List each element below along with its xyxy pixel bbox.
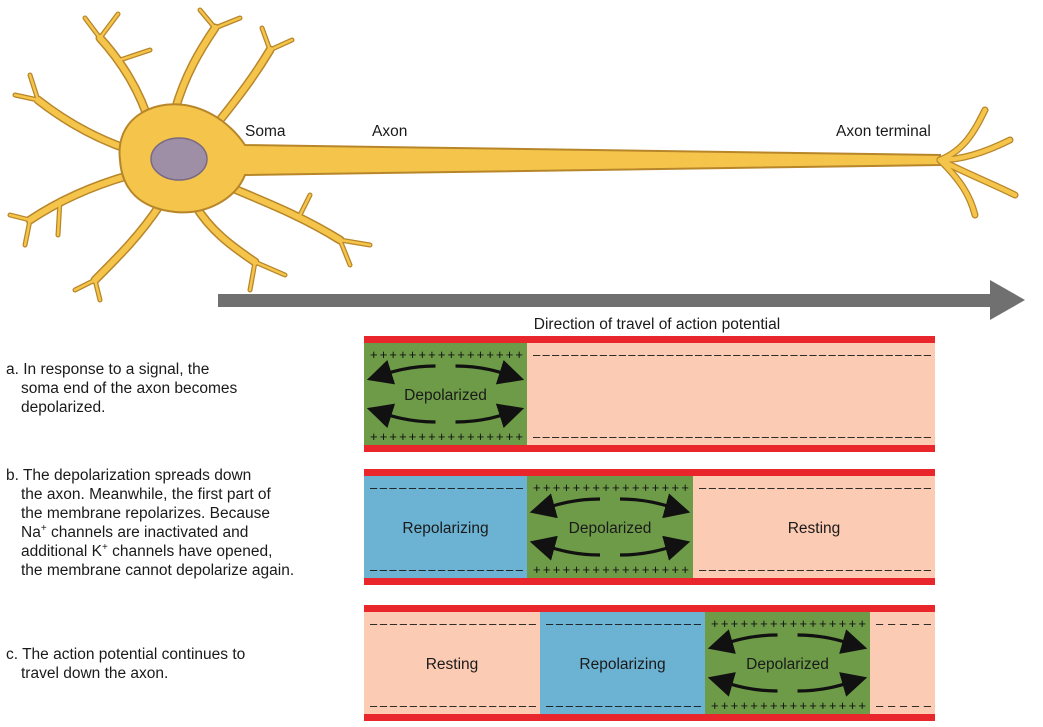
current-arrow-left-top xyxy=(707,629,778,654)
current-arrow-left-bottom xyxy=(707,672,778,697)
panel-c: – – – – – – – – – – – – – – – – – – – – –… xyxy=(364,605,935,721)
caption-b: b. The depolarization spreads down the ax… xyxy=(6,466,294,580)
charge-marks-bottom: + + + + + + + + + + + + + + + + xyxy=(711,698,866,713)
resting-label: Resting xyxy=(788,520,841,537)
charge-marks-top: – – – – – xyxy=(876,616,932,631)
depolarized-zone xyxy=(705,608,870,718)
current-arrow-left-top xyxy=(366,359,436,385)
caption-line: travel down the axon. xyxy=(21,665,169,682)
dendrites-fill xyxy=(8,8,372,302)
charge-marks-top: – – – – – – – – – – – – – – – – – – – – … xyxy=(699,480,932,495)
axon-terminal-branches xyxy=(936,106,1019,219)
repolarizing-label: Repolarizing xyxy=(402,520,488,537)
charge-marks-top: – – – – – – – – – – – – – – – – – xyxy=(370,616,537,631)
charge-marks-top: + + + + + + + + + + + + + + + + xyxy=(711,616,866,631)
depolarized-label: Depolarized xyxy=(569,520,652,537)
charge-marks-bottom: – – – – – – – – – – – – – – – – xyxy=(370,562,524,577)
depolarized-zone xyxy=(527,472,693,582)
caption-line: Na+ channels are inactivated and xyxy=(21,522,249,541)
depolarized-label: Depolarized xyxy=(746,656,829,673)
soma-label: Soma xyxy=(245,123,286,140)
charge-marks-top: – – – – – – – – – – – – – – – – xyxy=(370,480,524,495)
repolarizing-zone xyxy=(364,472,527,582)
charge-marks-top: – – – – – – – – – – – – – – – – xyxy=(546,616,702,631)
charge-marks-bottom: – – – – – – – – – – – – – – – – – – – – … xyxy=(533,429,932,444)
neuron-illustration: Soma Axon Axon terminal xyxy=(7,7,1019,303)
current-arrow-right-bottom xyxy=(455,403,525,429)
current-arrow-right-top xyxy=(455,359,525,385)
charge-marks-top: + + + + + + + + + + + + + + + + xyxy=(533,480,689,495)
current-arrow-right-bottom xyxy=(797,672,868,697)
resting-zone xyxy=(693,472,935,582)
membrane-top xyxy=(364,605,935,612)
charge-marks-bottom: – – – – – – – – – – – – – – – – – – – – … xyxy=(699,562,932,577)
membrane-bottom xyxy=(364,445,935,452)
axon-label: Axon xyxy=(372,123,407,140)
caption-c: c. The action potential continues to trav… xyxy=(6,645,245,683)
resting-label: Resting xyxy=(426,656,479,673)
panel-a: + + + + + + + + + + + + + + + + + + + + +… xyxy=(364,336,935,452)
current-arrow-left-bottom xyxy=(366,403,436,429)
caption-line: the membrane repolarizes. Because xyxy=(21,505,270,522)
caption-line: soma end of the axon becomes xyxy=(21,380,238,397)
charge-marks-bottom: + + + + + + + + + + + + + + + + xyxy=(533,562,689,577)
membrane-top xyxy=(364,469,935,476)
membrane-top xyxy=(364,336,935,343)
resting-zone xyxy=(364,608,540,718)
resting-zone xyxy=(870,608,935,718)
axon-segment-panels: + + + + + + + + + + + + + + + + + + + + +… xyxy=(364,336,935,721)
repolarizing-label: Repolarizing xyxy=(579,656,665,673)
caption-line: the membrane cannot depolarize again. xyxy=(21,562,295,579)
depolarized-label: Depolarized xyxy=(404,387,487,404)
direction-label: Direction of travel of action potential xyxy=(534,316,780,333)
caption-line: c. The action potential continues to xyxy=(6,646,246,663)
membrane-bottom xyxy=(364,714,935,721)
charge-marks-bottom: + + + + + + + + + + + + + + + + xyxy=(370,429,523,444)
charge-marks-bottom: – – – – – xyxy=(876,698,932,713)
current-arrow-right-top xyxy=(619,493,691,519)
panel-b: – – – – – – – – – – – – – – – – – – – – –… xyxy=(364,469,935,585)
current-arrow-right-bottom xyxy=(619,535,691,561)
charge-marks-bottom: – – – – – – – – – – – – – – – – – xyxy=(370,698,537,713)
depolarized-zone xyxy=(364,339,527,449)
current-arrow-left-top xyxy=(529,493,601,519)
caption-a: a. In response to a signal, the soma end … xyxy=(6,360,237,417)
caption-line: additional K+ channels have opened, xyxy=(21,541,273,560)
caption-line: depolarized. xyxy=(21,399,106,416)
caption-line: the axon. Meanwhile, the first part of xyxy=(21,486,271,503)
blank-zone xyxy=(527,339,935,449)
charge-marks-top: – – – – – – – – – – – – – – – – – – – – … xyxy=(533,347,932,362)
caption-line: a. In response to a signal, the xyxy=(6,361,210,378)
current-arrow-right-top xyxy=(797,629,868,654)
axon-terminal-label: Axon terminal xyxy=(836,123,931,140)
caption-line: b. The depolarization spreads down xyxy=(6,467,252,484)
current-arrow-left-bottom xyxy=(529,535,601,561)
repolarizing-zone xyxy=(540,608,705,718)
charge-marks-top: + + + + + + + + + + + + + + + + xyxy=(370,347,523,362)
charge-marks-bottom: – – – – – – – – – – – – – – – – xyxy=(546,698,702,713)
nucleus xyxy=(150,137,208,181)
direction-arrow xyxy=(218,280,1025,320)
membrane-bottom xyxy=(364,578,935,585)
